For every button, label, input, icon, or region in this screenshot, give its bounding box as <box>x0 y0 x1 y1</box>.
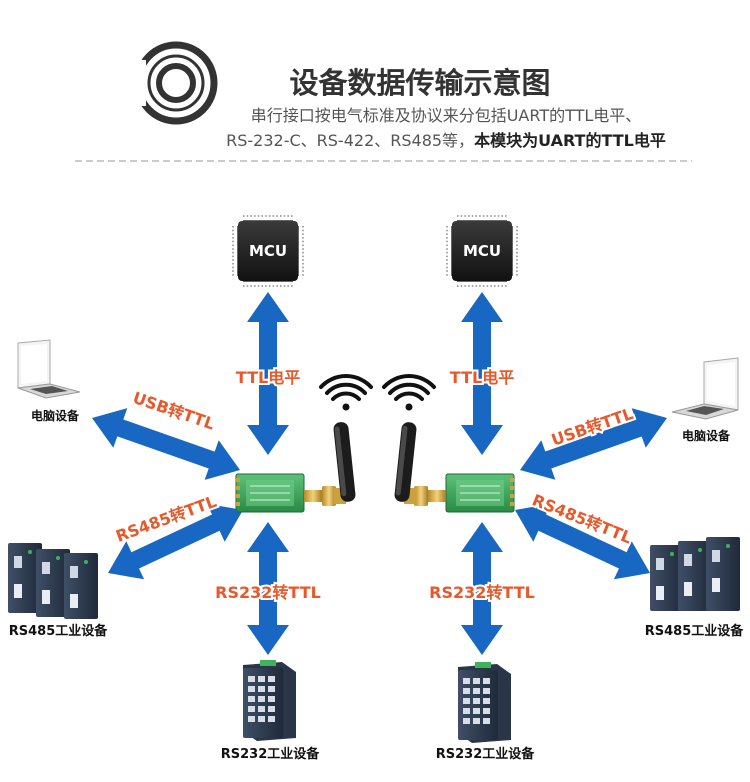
rs232-device-icon-left <box>243 660 296 741</box>
header-description-normal: RS-232-C、RS-422、RS485等， <box>226 131 474 150</box>
header-logo-icon <box>132 41 218 125</box>
laptop-label-left: 电脑设备 <box>31 408 80 423</box>
rs485-device-icon-left <box>8 543 98 619</box>
rs232-label-right: RS232工业设备 <box>436 746 536 762</box>
label-rs232-left: RS232转TTL <box>215 583 321 602</box>
label-ttl-right: TTL电平 <box>450 368 514 387</box>
arrow-usb-left <box>92 408 240 480</box>
rs232-device-icon-right <box>458 662 511 743</box>
mcu-chip-right: MCU <box>446 215 518 287</box>
mcu-chip-left: MCU <box>232 215 304 287</box>
mcu-label-left: MCU <box>249 242 287 260</box>
laptop-icon-left <box>17 339 81 399</box>
rs485-label-left: RS485工业设备 <box>9 623 109 639</box>
header-description-bold: 本模块为UART的TTL电平 <box>474 131 666 150</box>
rs485-device-icon-right <box>650 537 740 611</box>
rs232-label-left: RS232工业设备 <box>221 746 321 762</box>
arrow-ttl-left <box>247 292 289 455</box>
arrow-rs232-left <box>247 522 289 655</box>
antenna-right <box>394 422 417 502</box>
label-ttl-left: TTL电平 <box>236 368 300 387</box>
arrow-rs485-right <box>515 503 650 580</box>
arrow-rs485-left <box>108 503 243 580</box>
arrow-usb-right <box>520 408 667 480</box>
wireless-module-left <box>235 473 346 513</box>
mcu-label-right: MCU <box>463 242 501 260</box>
wifi-icon-left <box>319 374 373 411</box>
label-rs232-right: RS232转TTL <box>429 583 535 602</box>
arrow-ttl-right <box>461 292 503 455</box>
page-title: 设备数据传输示意图 <box>289 66 550 100</box>
laptop-icon-right <box>671 357 739 420</box>
wifi-icon-right <box>382 374 436 411</box>
header-description-line2: RS-232-C、RS-422、RS485等，本模块为UART的TTL电平 <box>226 131 666 150</box>
antenna-left <box>333 422 356 502</box>
wireless-module-right <box>404 473 515 513</box>
rs485-label-right: RS485工业设备 <box>645 623 745 639</box>
header-description-line1: 串行接口按电气标准及协议来分包括UART的TTL电平、 <box>251 106 642 125</box>
arrow-rs232-right <box>461 522 503 655</box>
laptop-label-right: 电脑设备 <box>682 428 731 443</box>
arrows-layer <box>92 292 667 655</box>
